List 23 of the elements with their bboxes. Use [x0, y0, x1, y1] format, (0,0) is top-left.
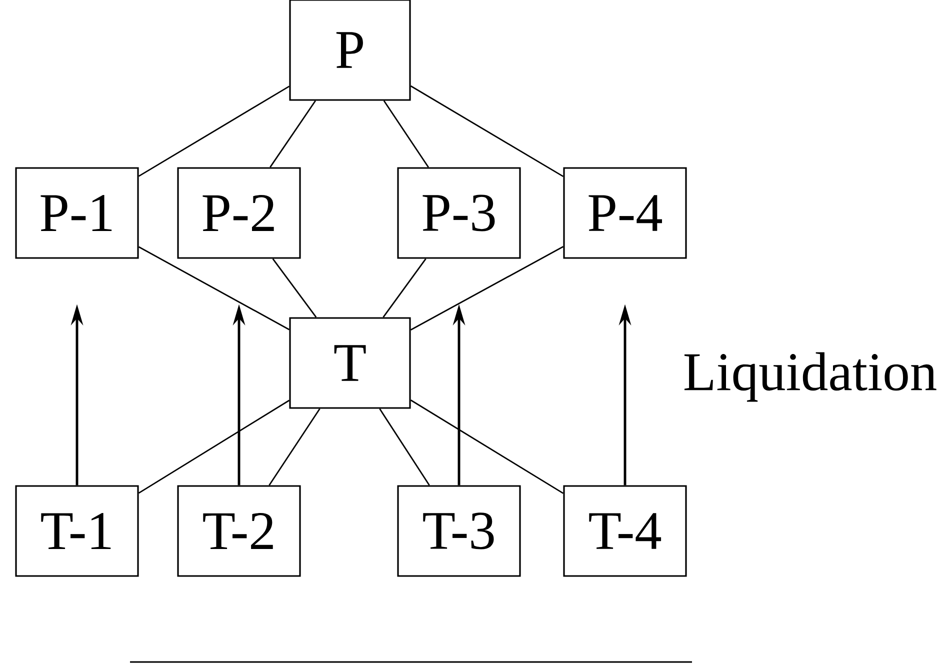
connector-line: [383, 100, 429, 168]
connector-line: [268, 408, 320, 486]
connector-line: [379, 408, 430, 486]
connector-line: [138, 86, 290, 177]
process-box: T-1: [15, 485, 139, 577]
process-box: T-4: [563, 485, 687, 577]
connector-line: [138, 246, 290, 330]
process-box: T-2: [177, 485, 301, 577]
side-label: Liquidation: [684, 352, 936, 402]
connector-line: [410, 246, 564, 330]
connector-line: [270, 100, 316, 168]
process-box: P-3: [397, 167, 521, 259]
process-box: T-3: [397, 485, 521, 577]
process-box: P-2: [177, 167, 301, 259]
connector-line: [410, 85, 564, 178]
connector-line: [382, 258, 426, 318]
process-box: T: [289, 317, 411, 409]
connector-line: [272, 258, 317, 318]
process-box: P-4: [563, 167, 687, 259]
process-box: P: [289, 0, 411, 101]
connector-line: [410, 400, 564, 494]
connector-line: [138, 400, 290, 494]
process-box: P-1: [15, 167, 139, 259]
